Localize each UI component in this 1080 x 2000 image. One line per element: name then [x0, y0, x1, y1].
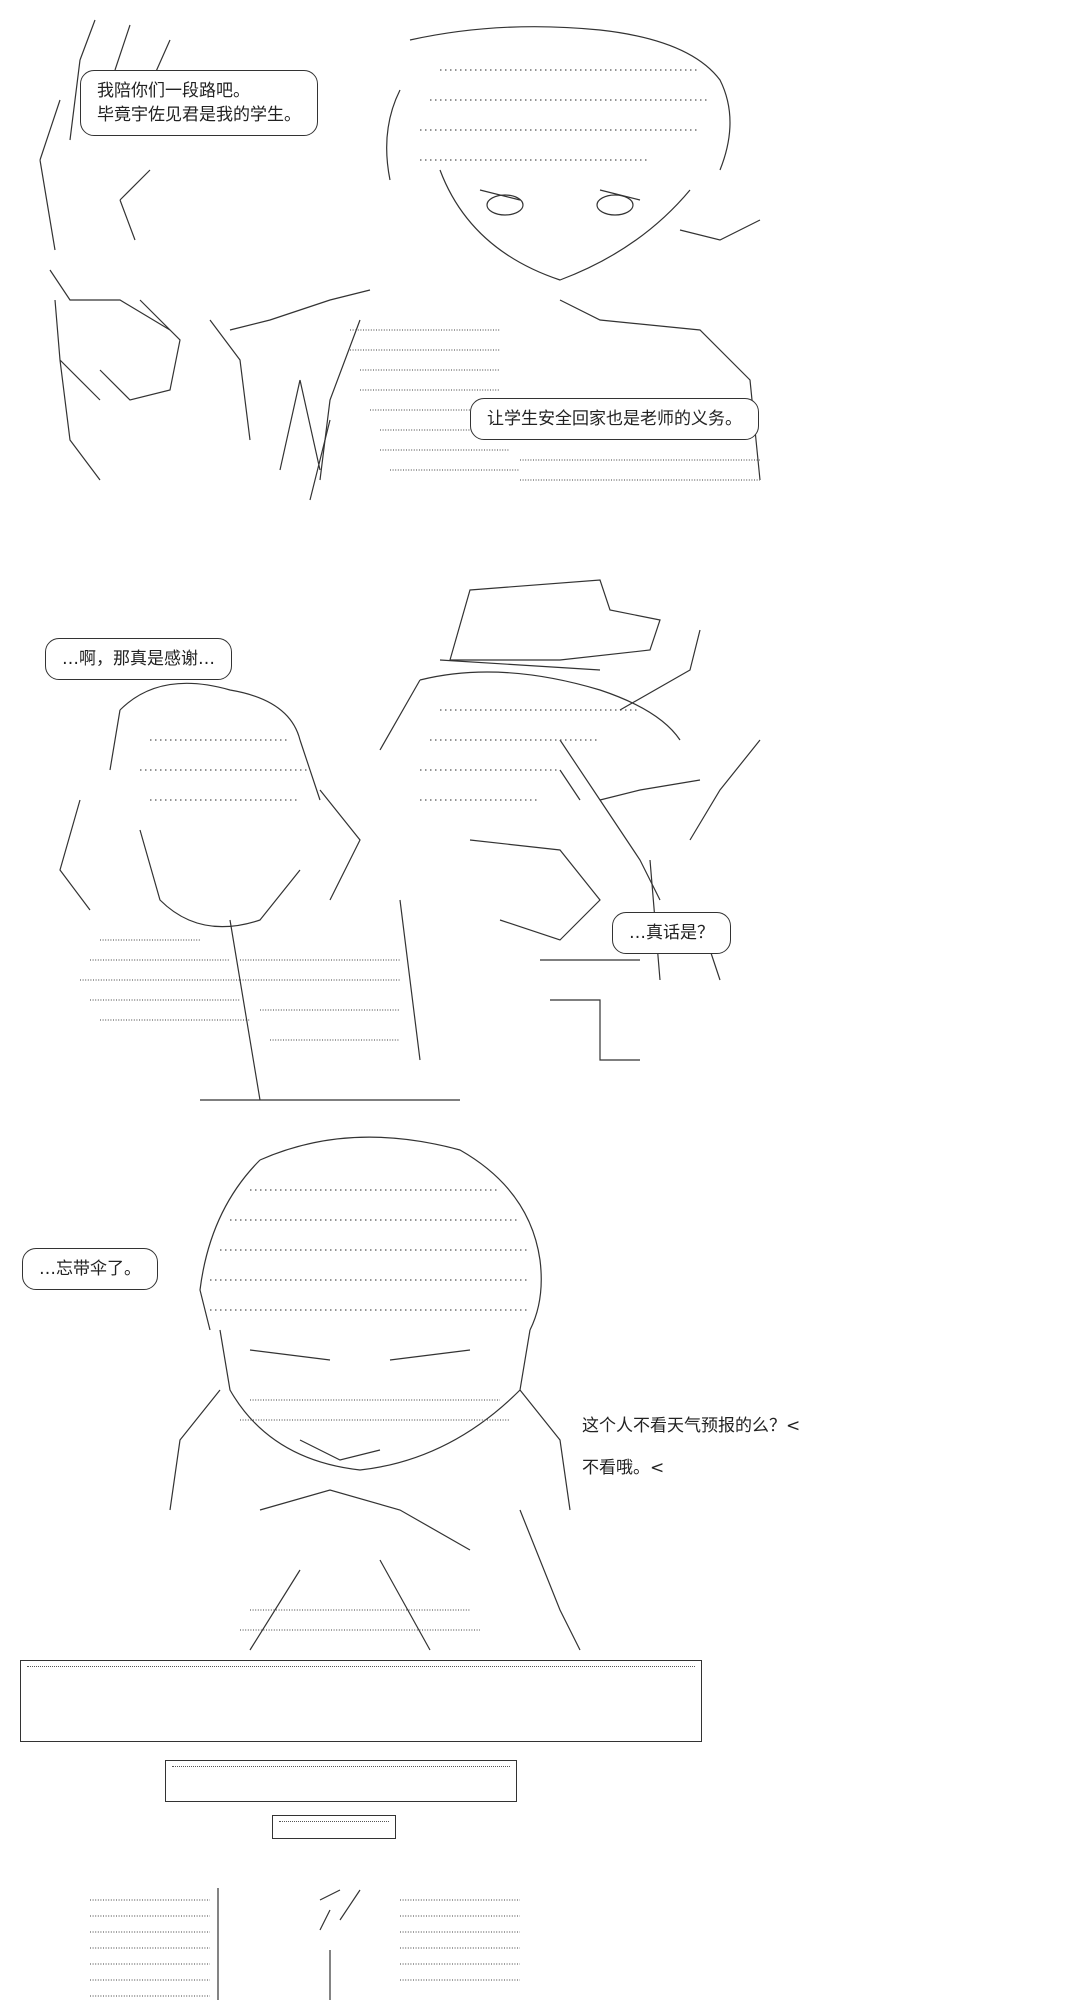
- panel-forgot-umbrella: …忘带伞了。 这个人不看天气预报的么？< 不看哦。<: [0, 1130, 1080, 1651]
- speech-bubble-teacher: …忘带伞了。: [22, 1248, 158, 1290]
- empty-frame-medium: [165, 1760, 517, 1802]
- empty-frame-wide: [20, 1660, 702, 1742]
- narration-line-2: 不看哦。<: [582, 1458, 665, 1478]
- speech-bubble-teacher: 让学生安全回家也是老师的义务。: [470, 398, 759, 440]
- bubble-line-1: …啊，那真是感谢…: [62, 649, 215, 669]
- bubble-line-2: 毕竟宇佐见君是我的学生。: [97, 105, 301, 125]
- speech-bubble-student: …啊，那真是感谢…: [45, 638, 232, 680]
- ascii-art-teacher-closeup: [169, 1136, 581, 1651]
- panel-closing-frames: [0, 1660, 1080, 2000]
- bubble-line-1: 我陪你们一段路吧。: [97, 81, 250, 101]
- speech-bubble-questioner: …真话是？: [612, 912, 731, 954]
- ascii-art-group-scene: [59, 579, 761, 1101]
- narration-line-1: 这个人不看天气预报的么？<: [582, 1416, 801, 1436]
- speech-bubble-student: 我陪你们一段路吧。 毕竟宇佐见君是我的学生。: [80, 70, 318, 136]
- ascii-art-bottom-fragments: [90, 1888, 520, 2000]
- panel-thanks: …啊，那真是感谢… …真话是？: [0, 540, 1080, 1101]
- bubble-line-1: 让学生安全回家也是老师的义务。: [487, 409, 742, 429]
- panel-teacher-offer: 我陪你们一段路吧。 毕竟宇佐见君是我的学生。 让学生安全回家也是老师的义务。: [0, 0, 1080, 520]
- bubble-line-1: …忘带伞了。: [39, 1259, 141, 1279]
- empty-frame-small: [272, 1815, 396, 1839]
- bubble-line-1: …真话是？: [629, 923, 714, 943]
- ascii-art-teacher-and-student: [39, 19, 761, 501]
